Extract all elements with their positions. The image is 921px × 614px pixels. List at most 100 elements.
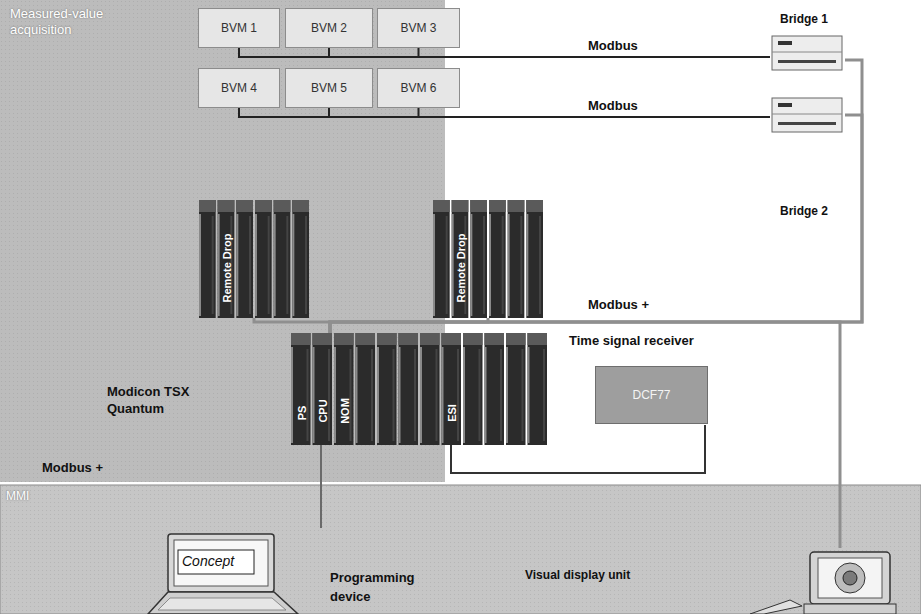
- module-cap: [489, 200, 506, 212]
- remote-drop-rack: Remote Drop: [198, 200, 310, 318]
- module-cap: [526, 200, 543, 212]
- module-edge: [399, 347, 401, 443]
- rack-module: [334, 333, 354, 445]
- remote-drop-rack: Remote Drop: [432, 200, 544, 318]
- module-edge: [528, 347, 530, 443]
- rack-module: [508, 200, 525, 318]
- device-box: BVM 5: [285, 68, 373, 108]
- bridge-led: [778, 41, 792, 45]
- screen-graphic: [843, 571, 857, 585]
- module-label: NOM: [339, 398, 351, 424]
- module-cap: [218, 200, 235, 212]
- bus-label: Modbus: [588, 98, 638, 113]
- module-edge: [446, 216, 448, 314]
- module-cap: [485, 333, 505, 345]
- module-edge: [212, 216, 214, 314]
- bus-line: [330, 115, 862, 333]
- time-receiver: Time signal receiverDCF77: [565, 333, 715, 425]
- rack-module: [420, 333, 440, 445]
- rack-module: [291, 333, 311, 445]
- module-edge: [414, 349, 416, 441]
- module-edge: [199, 214, 201, 316]
- module-edge: [249, 216, 251, 314]
- bridge-strip: [778, 122, 836, 125]
- rack-illustration: [198, 200, 310, 318]
- laptop-screen: [174, 540, 268, 586]
- rack-module: [313, 333, 333, 445]
- rack-module: [485, 333, 505, 445]
- module-edge: [539, 216, 541, 314]
- bus-line: [239, 108, 770, 117]
- rack-module: [292, 200, 309, 318]
- module-cap: [274, 200, 291, 212]
- device-label: Bridge 1: [780, 12, 828, 26]
- module-cap: [255, 200, 272, 212]
- module-cap: [433, 200, 450, 212]
- module-cap: [452, 200, 469, 212]
- box-label: BVM 1: [221, 21, 257, 35]
- module-edge: [506, 347, 508, 443]
- module-edge: [307, 349, 309, 441]
- rack-illustration: [432, 200, 544, 318]
- laptop-base: [148, 592, 298, 614]
- band-ground: [0, 485, 921, 614]
- rack-module: [199, 200, 216, 318]
- module-cap: [334, 333, 354, 345]
- rack-module: [452, 200, 469, 318]
- computer-case: [804, 604, 896, 614]
- module-cap: [199, 200, 216, 212]
- monitor-screen: [818, 558, 882, 598]
- module-edge: [255, 214, 257, 316]
- module-edge: [313, 347, 315, 443]
- module-label: CPU: [317, 399, 329, 422]
- module-edge: [489, 214, 491, 316]
- bus-line: [330, 322, 840, 548]
- module-cap: [291, 333, 311, 345]
- box-label: BVM 3: [400, 21, 436, 35]
- device-label: Programming device: [330, 568, 420, 606]
- device-box: BVM 6: [377, 68, 460, 108]
- bridge-device: Bridge 2: [770, 96, 845, 224]
- module-edge: [274, 214, 276, 316]
- module-label: Remote Drop: [455, 233, 467, 302]
- module-label: ESI: [446, 404, 458, 422]
- laptop-lid: [168, 534, 274, 592]
- bridge-housing: [772, 36, 842, 70]
- bridge-led: [778, 103, 792, 107]
- module-edge: [442, 347, 444, 443]
- bus-line: [330, 60, 862, 333]
- module-edge: [457, 349, 459, 441]
- module-cap: [442, 333, 462, 345]
- box-label: DCF77: [632, 388, 670, 402]
- module-edge: [286, 216, 288, 314]
- module-edge: [470, 214, 472, 316]
- screen-window: [178, 550, 254, 574]
- module-edge: [522, 349, 524, 441]
- bridge-housing: [772, 98, 842, 132]
- device-label: Bridge 2: [780, 204, 828, 218]
- module-edge: [356, 347, 358, 443]
- mmi-band: MMIConceptProgramming deviceVisual displ…: [0, 485, 921, 614]
- rack-module: [442, 333, 462, 445]
- bus-line: [329, 108, 770, 117]
- module-edge: [483, 216, 485, 314]
- module-cap: [292, 200, 309, 212]
- module-edge: [420, 347, 422, 443]
- display-workstation: Visual display unit: [520, 548, 918, 614]
- module-edge: [350, 349, 352, 441]
- module-edge: [377, 347, 379, 443]
- keyboard: [750, 600, 802, 614]
- module-cap: [508, 200, 525, 212]
- module-edge: [305, 216, 307, 314]
- module-edge: [452, 214, 454, 316]
- rack-module: [236, 200, 253, 318]
- module-edge: [291, 347, 293, 443]
- plc-rack: PSCPUNOMESI: [290, 333, 548, 445]
- receiver-box: DCF77: [595, 366, 708, 424]
- bus-label: Modbus +: [588, 297, 649, 312]
- monitor: [810, 552, 890, 604]
- device-label: Visual display unit: [525, 568, 630, 582]
- module-label: Remote Drop: [221, 233, 233, 302]
- module-edge: [218, 214, 220, 316]
